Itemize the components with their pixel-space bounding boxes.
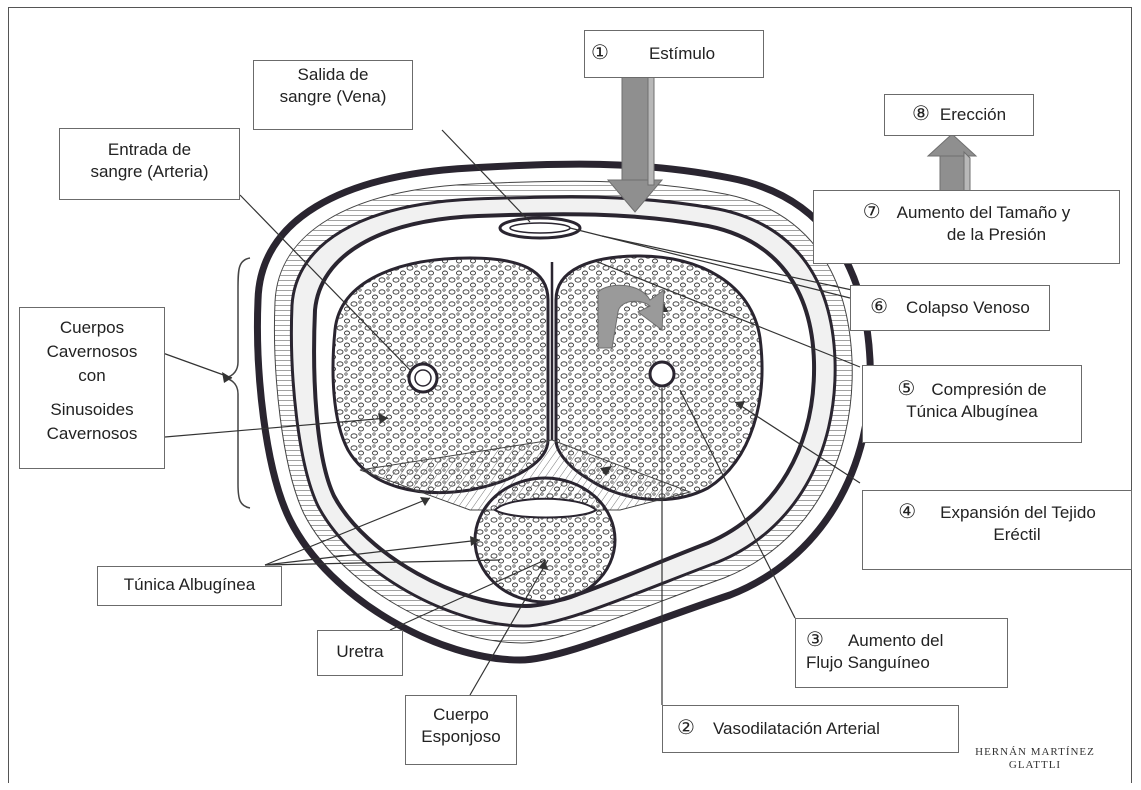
label-compresion-tunica: ⑤ Compresión de Túnica Albugínea xyxy=(862,365,1082,443)
step-4-marker: ④ xyxy=(898,501,916,523)
ereccion-text: Erección xyxy=(940,105,1006,124)
estimulo-text: Estímulo xyxy=(649,44,715,63)
label-salida-sangre: Salida de sangre (Vena) xyxy=(253,60,413,130)
tunica-text: Túnica Albugínea xyxy=(124,575,255,594)
author-credit: HERNÁN MARTÍNEZ GLATTLI xyxy=(960,746,1110,772)
label-vasodilatacion: ② Vasodilatación Arterial xyxy=(662,705,959,753)
aumento-tamano-line-1: Aumento del Tamaño y xyxy=(897,203,1071,222)
label-uretra: Uretra xyxy=(317,630,403,676)
cavernous-artery-left xyxy=(409,364,437,392)
entrada-line-1: Entrada de xyxy=(64,139,235,161)
cuerpos-line-3: con xyxy=(24,364,160,388)
esponjoso-line-1: Cuerpo xyxy=(410,704,512,726)
cuerpos-bracket xyxy=(226,258,250,508)
dorsal-vein xyxy=(500,218,580,238)
aumento-tamano-line-2: de la Presión xyxy=(818,224,1115,246)
label-aumento-flujo: ③ Aumento del Flujo Sanguíneo xyxy=(795,618,1008,688)
cuerpos-line-2: Cavernosos xyxy=(24,340,160,364)
cuerpos-line-5: Cavernosos xyxy=(24,422,160,446)
cavernous-artery-right xyxy=(650,362,674,386)
corpus-spongiosum xyxy=(475,478,615,602)
step-5-marker: ⑤ xyxy=(897,378,915,400)
label-cuerpos-cavernosos: Cuerpos Cavernosos con Sinusoides Cavern… xyxy=(19,307,165,469)
cuerpos-line-4: Sinusoides xyxy=(24,398,160,422)
salida-line-2: sangre (Vena) xyxy=(258,86,408,108)
label-colapso-venoso: ⑥ Colapso Venoso xyxy=(850,285,1050,331)
step-2-marker: ② xyxy=(677,717,695,739)
label-tunica-albuginea: Túnica Albugínea xyxy=(97,566,282,606)
colapso-text: Colapso Venoso xyxy=(906,298,1030,317)
compresion-line-2: Túnica Albugínea xyxy=(867,401,1077,423)
credit-line-2: GLATTLI xyxy=(960,759,1110,772)
label-expansion-tejido: ④ Expansión del Tejido Eréctil xyxy=(862,490,1132,570)
expansion-line-2: Eréctil xyxy=(867,524,1127,546)
label-entrada-sangre: Entrada de sangre (Arteria) xyxy=(59,128,240,200)
step-6-marker: ⑥ xyxy=(870,296,888,318)
step-8-marker: ⑧ xyxy=(912,103,930,125)
label-ereccion: ⑧ Erección xyxy=(884,94,1034,136)
uretra-text: Uretra xyxy=(336,642,383,661)
aumento-flujo-line-2: Flujo Sanguíneo xyxy=(806,652,1003,674)
entrada-line-2: sangre (Arteria) xyxy=(64,161,235,183)
label-estimulo: ① Estímulo xyxy=(584,30,764,78)
cuerpos-line-1: Cuerpos xyxy=(24,316,160,340)
step-3-marker: ③ xyxy=(806,629,824,651)
vasodilatacion-text: Vasodilatación Arterial xyxy=(713,719,880,738)
step-7-marker: ⑦ xyxy=(863,201,881,223)
credit-line-1: HERNÁN MARTÍNEZ xyxy=(960,746,1110,759)
label-cuerpo-esponjoso: Cuerpo Esponjoso xyxy=(405,695,517,765)
step-1-marker: ① xyxy=(591,42,609,64)
esponjoso-line-2: Esponjoso xyxy=(410,726,512,748)
compresion-line-1: Compresión de xyxy=(931,380,1046,399)
expansion-line-1: Expansión del Tejido xyxy=(940,503,1096,522)
aumento-flujo-line-1: Aumento del xyxy=(848,631,943,650)
salida-line-1: Salida de xyxy=(258,64,408,86)
erection-arrow xyxy=(928,134,976,196)
label-aumento-tamano: ⑦ Aumento del Tamaño y de la Presión xyxy=(813,190,1120,264)
